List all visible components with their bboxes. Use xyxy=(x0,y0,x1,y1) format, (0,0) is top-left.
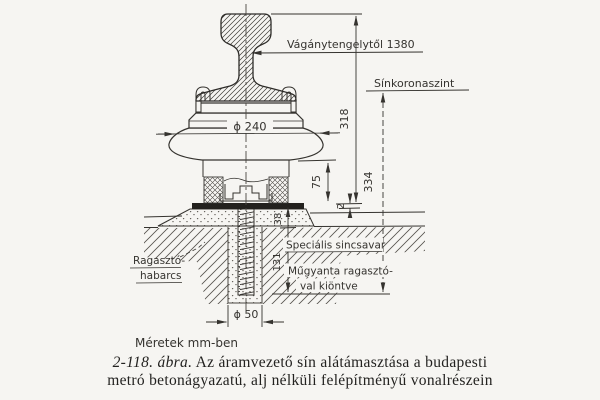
label-dim-75: 75 xyxy=(310,175,323,189)
figure-caption: 2-118. ábra. Az áramvezető sín alátámasz… xyxy=(80,354,520,389)
track-axis-leader xyxy=(251,50,424,56)
hole-outline xyxy=(227,227,263,304)
support-base xyxy=(157,203,315,227)
label-dim-38: 38 xyxy=(273,213,284,226)
baseplate xyxy=(192,203,304,209)
dim-75-extension xyxy=(297,159,337,162)
dim-tick xyxy=(279,227,297,229)
dim-tick xyxy=(338,207,361,209)
label-resin-grout-line1: Műgyanta ragasztó- xyxy=(288,266,393,278)
label-special-rail-screw: Speciális sincsavar xyxy=(286,240,386,252)
figure-number: 2-118. ábra. xyxy=(112,354,193,371)
rubber-block-right xyxy=(268,176,289,204)
rail-crown-level-line xyxy=(365,89,470,92)
mortar-label-underlines xyxy=(129,267,183,284)
dim-tick xyxy=(335,203,363,205)
label-insulator-diameter: ϕ 240 xyxy=(233,120,266,134)
dimension-lines xyxy=(155,13,470,327)
concrete-hatch-left xyxy=(144,228,228,304)
drawing-labels: Vágánytengelytől 1380 Sínkoronaszint ϕ 2… xyxy=(133,38,455,350)
porcelain-insulator xyxy=(168,86,324,204)
label-dim-131: 131 xyxy=(272,252,283,271)
label-adhesive-mortar-line1: Ragasztó- xyxy=(133,255,185,267)
concrete-top-line xyxy=(144,225,426,228)
label-dim-318: 318 xyxy=(338,109,351,130)
caption-text-1: Az áramvezető sín alátámasztása a budape… xyxy=(195,354,488,371)
dim-50-extensions xyxy=(227,305,263,327)
break-line xyxy=(223,177,269,183)
label-track-axis-offset: Vágánytengelytől 1380 xyxy=(287,38,415,51)
caption-text-2: metró betonágyazatú, alj nélküli felépít… xyxy=(107,371,493,389)
body-side-walls xyxy=(202,160,290,177)
screw-label-underline xyxy=(284,251,383,253)
label-decorations xyxy=(129,119,386,292)
cast-saddle-cup xyxy=(224,184,268,200)
label-rail-crown-level: Sínkoronaszint xyxy=(374,77,455,90)
label-dim-334: 334 xyxy=(362,172,375,193)
label-adhesive-mortar-line2: habarcs xyxy=(140,270,182,282)
label-dim-2: 2 xyxy=(336,203,347,209)
caption-line-2: metró betonágyazatú, alj nélküli felépít… xyxy=(80,372,520,390)
dim-240-line xyxy=(157,132,339,135)
label-bolt-hole-diameter: ϕ 50 xyxy=(234,308,259,321)
label-units-note: Méretek mm-ben xyxy=(135,336,238,350)
label-resin-grout-line2: val kiöntve xyxy=(300,281,358,293)
technical-drawing: Vágánytengelytől 1380 Sínkoronaszint ϕ 2… xyxy=(129,4,470,350)
rubber-block-left xyxy=(203,176,224,204)
insulator-skirt xyxy=(168,127,324,161)
caption-line-1: 2-118. ábra. Az áramvezető sín alátámasz… xyxy=(80,354,520,372)
grout-pad xyxy=(157,208,315,227)
